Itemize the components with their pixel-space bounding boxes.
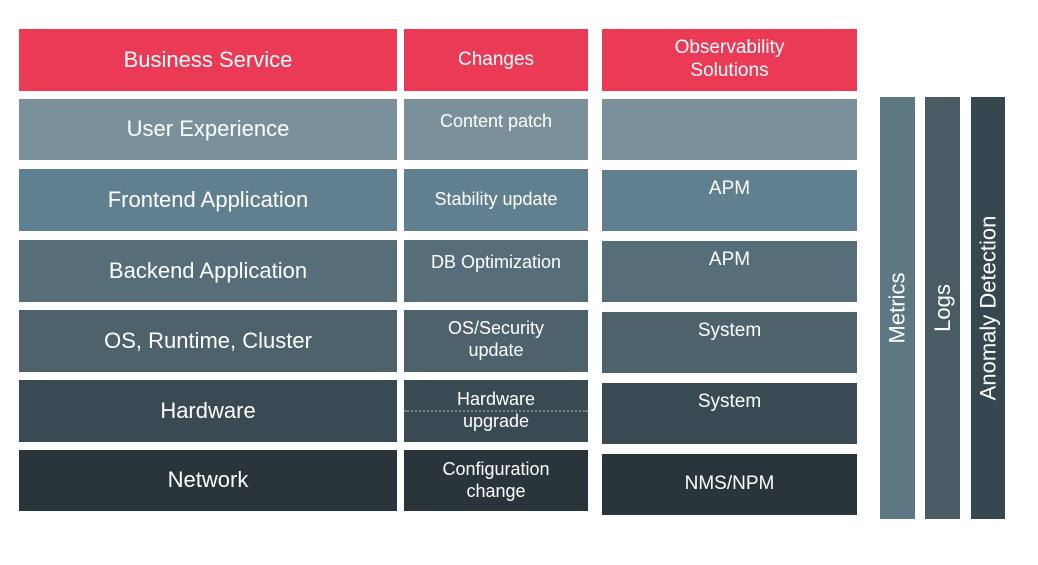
change-label: Configuration change [442, 458, 550, 501]
anomaly-detection-bar-label: Anomaly Detection [975, 215, 1000, 401]
change-label: DB Optimization [430, 252, 562, 272]
layer-label: Network [167, 467, 249, 493]
header-solutions-label: Observability Solutions [674, 37, 785, 81]
solution-cell-hardware: System [602, 383, 857, 444]
change-label: Content patch [439, 111, 553, 131]
solution-label: NMS/NPM [684, 473, 775, 495]
layer-cell-network: Network [19, 450, 397, 511]
layer-label: Backend Application [108, 257, 308, 283]
metrics-bar: Metrics [880, 97, 915, 519]
layer-label: Frontend Application [107, 186, 309, 212]
solution-cell-os-runtime-cluster: System [602, 312, 857, 373]
change-label: OS/Security update [447, 318, 545, 360]
solution-label: System [697, 391, 762, 412]
change-cell-user-experience: Content patch [404, 99, 588, 160]
change-cell-os-runtime-cluster: OS/Security update [404, 310, 588, 372]
change-cell-network: Configuration change [404, 450, 588, 511]
solution-cell-frontend-application: APM [602, 170, 857, 231]
anomaly-detection-bar: Anomaly Detection [971, 97, 1005, 519]
header-layer-cell: Business Service [19, 29, 397, 91]
solution-label: APM [708, 178, 751, 199]
metrics-bar-label: Metrics [884, 272, 910, 344]
header-layer-label: Business Service [123, 46, 293, 72]
solution-cell-user-experience [602, 99, 857, 160]
layer-cell-backend-application: Backend Application [19, 240, 397, 302]
solution-cell-backend-application: APM [602, 241, 857, 302]
solution-cell-network: NMS/NPM [602, 454, 857, 515]
change-cell-frontend-application: Stability update [404, 169, 588, 231]
layer-cell-frontend-application: Frontend Application [19, 169, 397, 231]
logs-bar: Logs [925, 97, 960, 519]
header-changes-label: Changes [457, 48, 535, 70]
solution-label: APM [708, 249, 751, 270]
layer-cell-hardware: Hardware [19, 380, 397, 442]
layer-cell-os-runtime-cluster: OS, Runtime, Cluster [19, 310, 397, 372]
header-solutions-cell: Observability Solutions [602, 29, 857, 91]
layer-label: OS, Runtime, Cluster [104, 327, 312, 353]
change-cell-backend-application: DB Optimization [404, 240, 588, 302]
logs-bar-label: Logs [929, 284, 955, 332]
dotted-separator [404, 410, 588, 412]
layer-label: Hardware [160, 397, 256, 423]
layer-label: User Experience [126, 116, 290, 142]
change-label: Hardware upgrade [456, 389, 536, 431]
change-cell-hardware: Hardware upgrade [404, 380, 588, 442]
solution-label: System [697, 320, 762, 341]
header-changes-cell: Changes [404, 29, 588, 91]
layer-cell-user-experience: User Experience [19, 99, 397, 160]
change-label: Stability update [434, 189, 558, 210]
